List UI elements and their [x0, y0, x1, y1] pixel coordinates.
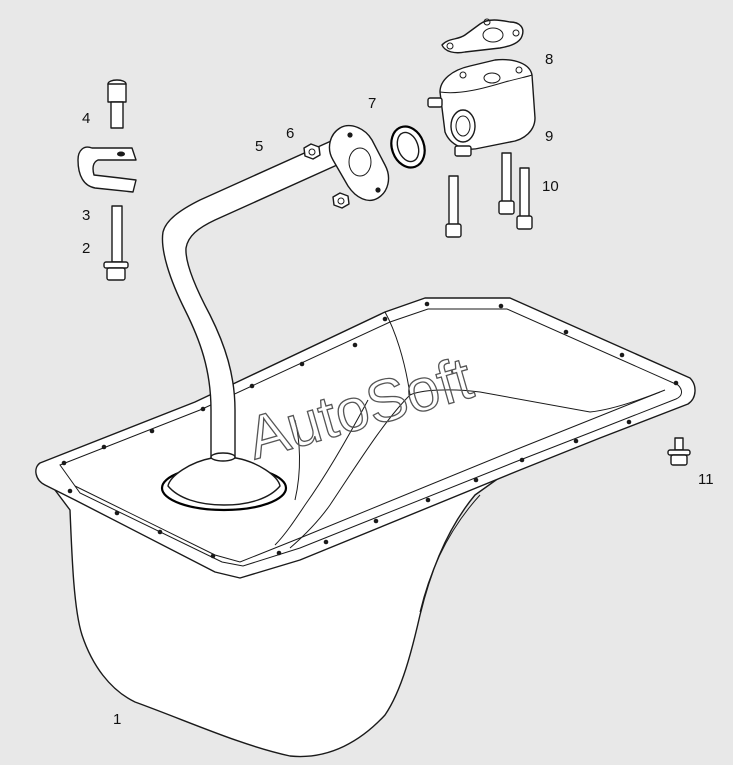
callout-11: 11	[698, 471, 714, 488]
cap-screw	[107, 79, 127, 129]
oil-pickup-tube	[160, 124, 390, 512]
callout-2: 2	[82, 240, 90, 257]
callout-1: 1	[113, 711, 121, 728]
callout-10: 10	[542, 178, 559, 195]
callout-9: 9	[545, 128, 553, 145]
callout-7: 7	[368, 95, 376, 112]
housing-gasket	[441, 18, 524, 54]
flange-bolt	[103, 205, 129, 281]
callout-8: 8	[545, 51, 553, 68]
callout-5: 5	[255, 138, 263, 155]
flange-nuts	[303, 143, 350, 209]
housing-bolts	[445, 152, 533, 238]
clip-bracket	[77, 146, 137, 193]
pickup-housing	[427, 58, 536, 157]
oil-pan	[35, 297, 696, 758]
callout-6: 6	[286, 125, 294, 142]
callout-labels: 1 2 3 4 5 6 7 8 9 10 11	[82, 51, 714, 728]
callout-3: 3	[82, 207, 90, 224]
drain-plug	[667, 437, 691, 466]
flange-bolt-holes	[61, 301, 679, 559]
callout-4: 4	[82, 110, 90, 127]
o-ring-gasket	[390, 125, 426, 169]
